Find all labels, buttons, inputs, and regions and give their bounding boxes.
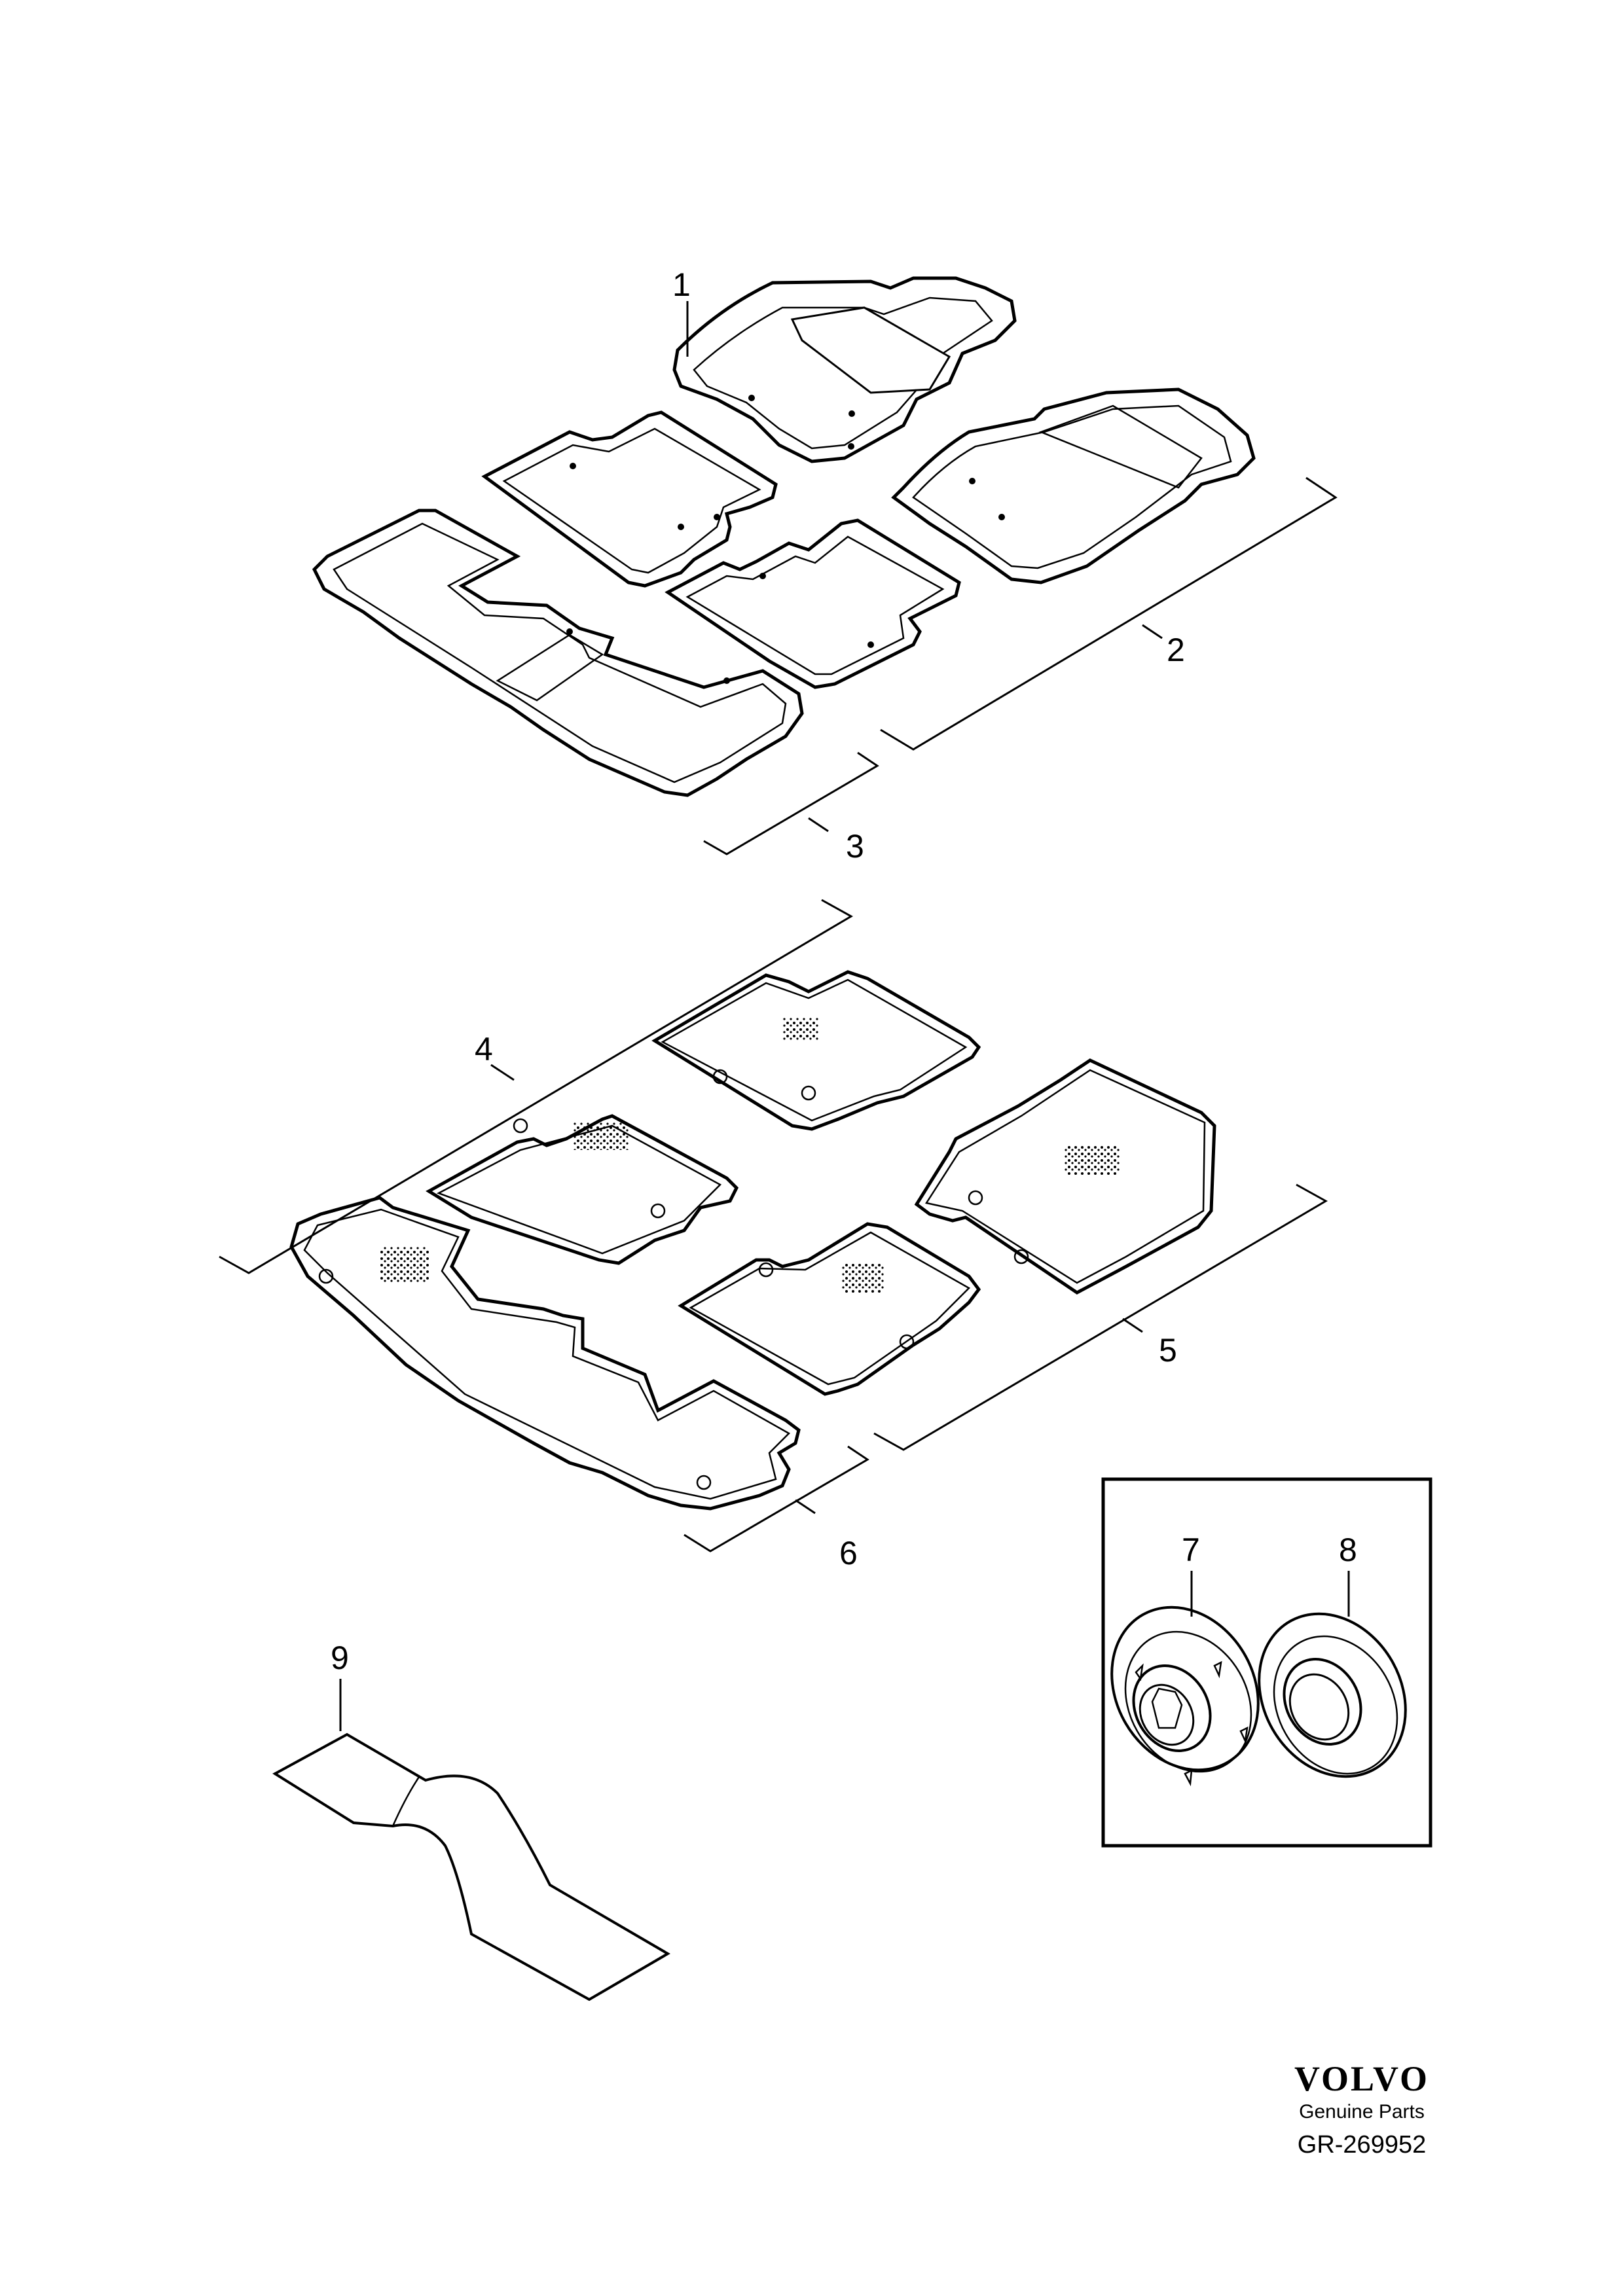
volvo-logo: VOLVO: [1294, 2059, 1429, 2098]
adhesive-tape-part-9: [272, 1679, 670, 2001]
callout-9: 9: [331, 1640, 349, 1676]
textile-mat-second-row-right: [678, 1222, 981, 1396]
fastener-ring-part-8: [1258, 1571, 1407, 1778]
rubber-mat-second-row-left: [481, 410, 778, 588]
callout-7: 7: [1182, 1532, 1200, 1568]
callout-5: 5: [1159, 1332, 1177, 1369]
textile-mat-third-row: [289, 1196, 801, 1511]
rubber-mat-second-row-right: [665, 518, 961, 689]
bracket-group-3: [703, 751, 879, 855]
callout-8: 8: [1339, 1532, 1357, 1568]
textile-mat-second-row-left: [426, 1114, 739, 1265]
genuine-parts-label: Genuine Parts: [1299, 2101, 1425, 2123]
fastener-clip-part-7: [1110, 1571, 1260, 1787]
callout-6: 6: [839, 1535, 858, 1571]
rubber-mat-passenger-front: [891, 387, 1256, 584]
callout-3: 3: [846, 828, 864, 865]
callout-4: 4: [475, 1031, 493, 1067]
bracket-group-5: [873, 1183, 1328, 1451]
callout-2: 2: [1167, 632, 1185, 668]
bracket-group-4: [219, 899, 854, 1274]
bracket-group-6: [684, 1445, 869, 1552]
rubber-mat-third-row: [312, 509, 804, 797]
callout-1: 1: [672, 266, 691, 303]
rubber-mat-driver-front: [672, 276, 1017, 463]
textile-mat-driver-front: [651, 970, 981, 1131]
bracket-group-2: [880, 476, 1338, 751]
diagram-code: GR-269952: [1297, 2131, 1427, 2159]
textile-mat-passenger-front: [914, 1058, 1216, 1295]
